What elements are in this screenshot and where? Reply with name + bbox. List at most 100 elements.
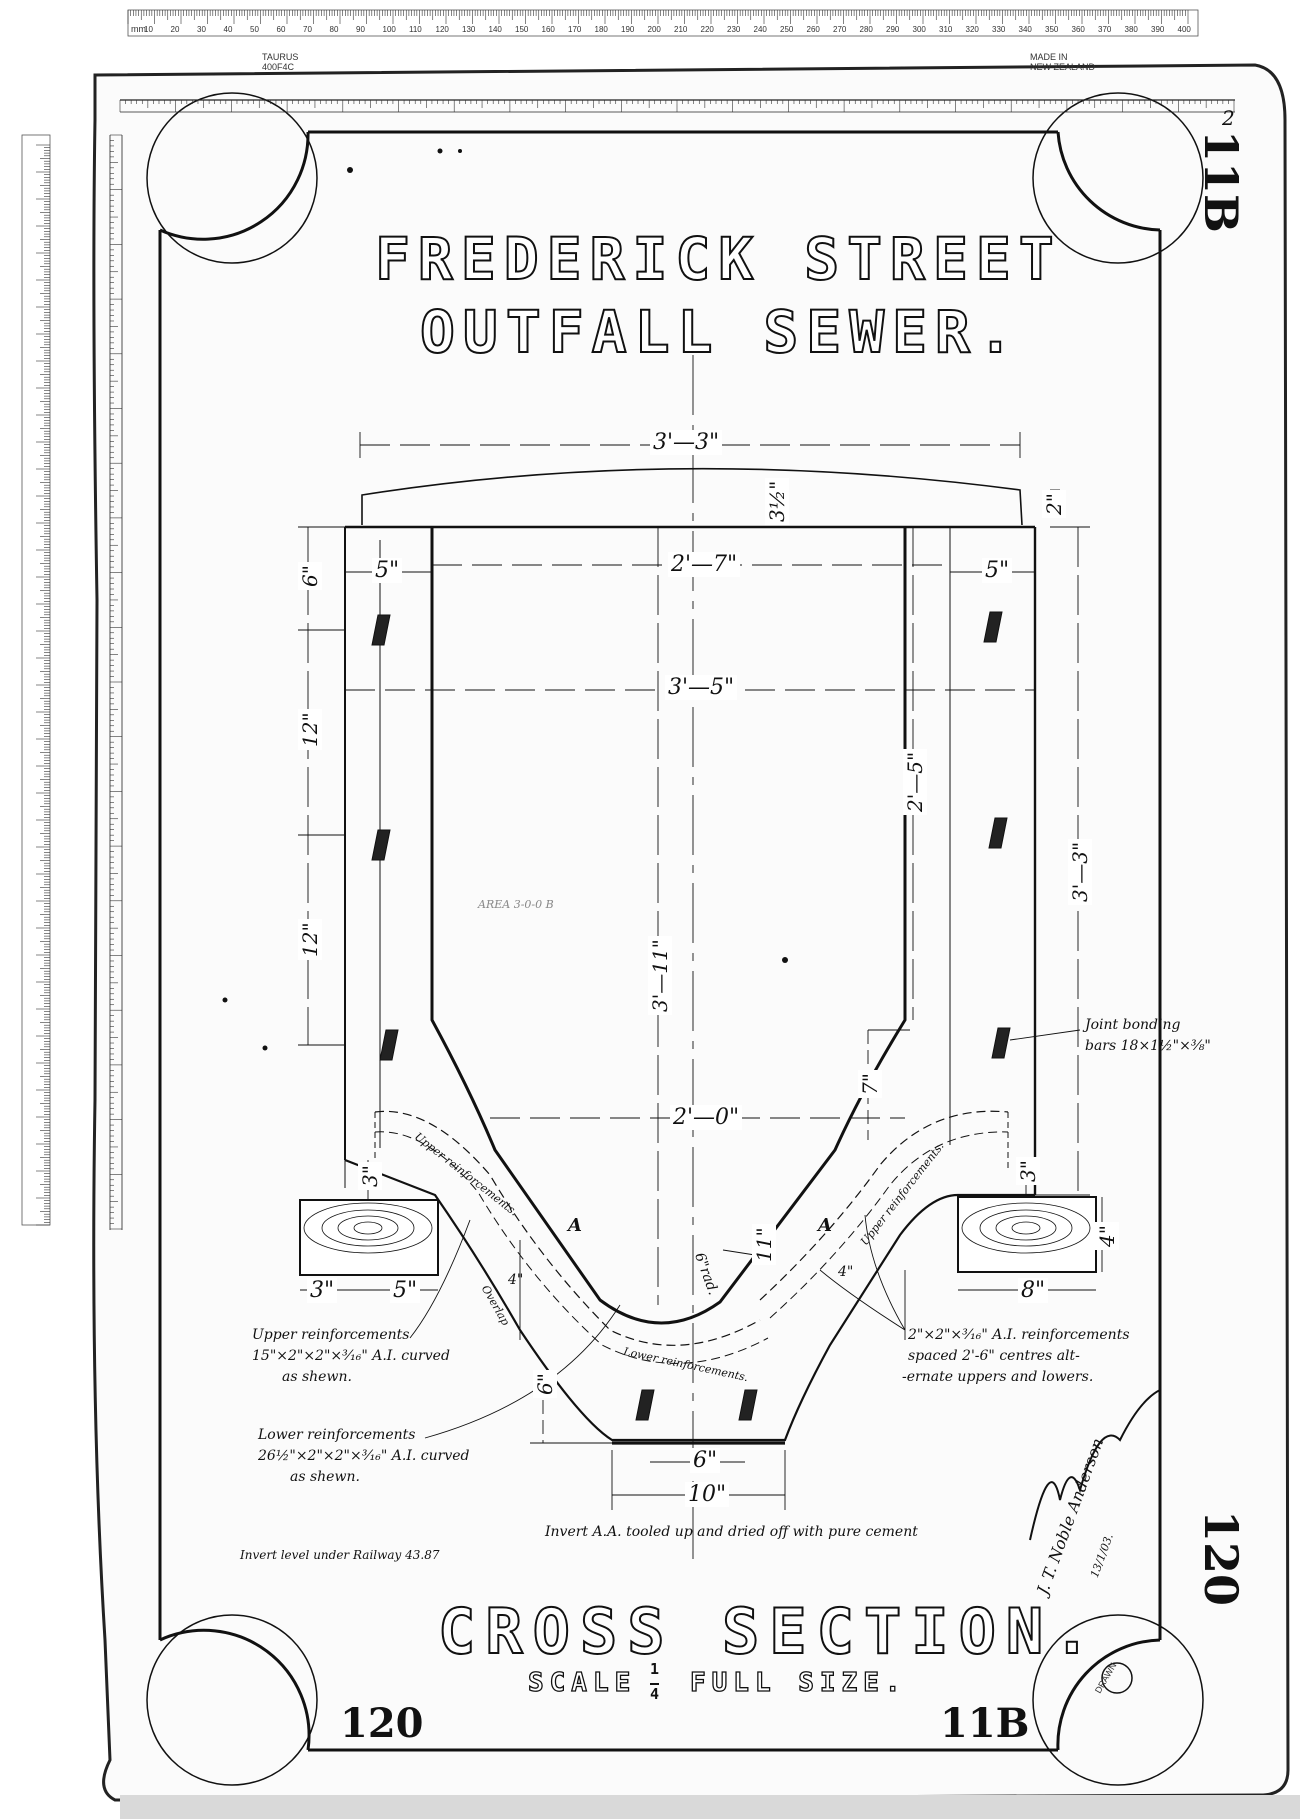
- note-invert: Invert A.A. tooled up and dried off with…: [545, 1524, 918, 1540]
- inner-border: [158, 130, 1162, 1752]
- dim-seat-right: 3": [1016, 1157, 1040, 1185]
- label-point-a-right: A: [818, 1215, 832, 1236]
- haunch-outer: [344, 1158, 1035, 1442]
- top-ruler-tick-label: 180: [594, 25, 608, 34]
- dim-crown-rise: 3½": [765, 477, 789, 525]
- top-ruler-tick-label: 50: [250, 25, 259, 34]
- dim-haunch-height: 7": [858, 1070, 882, 1098]
- dim-timber-right-width: 8": [1018, 1278, 1049, 1303]
- top-ruler-tick-label: 280: [859, 25, 873, 34]
- top-ruler-tick-label: 150: [515, 25, 529, 34]
- top-ruler-tick-label: 90: [356, 25, 365, 34]
- sheet-id-bottom: 11B: [940, 1700, 1030, 1747]
- top-ruler-tick-label: 80: [329, 25, 339, 34]
- dim-invert-depth: 11": [752, 1224, 776, 1265]
- dim-overlap-4a: 4": [508, 1272, 524, 1288]
- corner-mark: 2: [1222, 106, 1235, 130]
- ink-specks: [222, 148, 788, 1051]
- dim-outer-width: 3'—5": [665, 675, 738, 700]
- top-ruler-tick-label: 70: [303, 25, 312, 34]
- note-lower-3: as shewn.: [290, 1469, 360, 1485]
- top-ruler-tick-label: 20: [170, 25, 180, 34]
- paper-sheet: [92, 63, 1290, 1802]
- dim-wall-right: 5": [982, 558, 1013, 583]
- top-ruler-tick-label: 220: [700, 25, 714, 34]
- top-ruler-tick-label: 190: [621, 25, 635, 34]
- dim-timber-left-a: 3": [307, 1278, 338, 1303]
- dim-seat-left: 3": [358, 1162, 382, 1190]
- top-ruler-tick-label: 110: [409, 25, 422, 34]
- dim-wall-left: 5": [372, 558, 403, 583]
- label-point-a-left: A: [568, 1215, 582, 1236]
- signature-scribble: [1029, 1389, 1161, 1541]
- dim-invert-width: 2'—0": [670, 1105, 743, 1130]
- top-ruler-tick-label: 310: [939, 25, 953, 34]
- top-ruler-tick-label: 160: [541, 25, 555, 34]
- corner-circle-tl: [146, 92, 318, 264]
- top-ruler-tick-label: 380: [1124, 25, 1138, 34]
- top-ruler-tick-label: 270: [833, 25, 847, 34]
- note-ai-1: 2"×2"×³⁄₁₆" A.I. reinforcements: [908, 1327, 1130, 1343]
- top-ruler-tick-label: 330: [992, 25, 1006, 34]
- dim-overlap-4b: 4": [838, 1264, 854, 1280]
- title-line-1: FREDERICK STREET: [374, 224, 1062, 294]
- timber-left: [299, 1199, 439, 1276]
- top-ruler: [127, 9, 1199, 37]
- top-ruler-tick-label: 240: [753, 25, 767, 34]
- top-ruler-tick-label: 40: [223, 25, 233, 34]
- top-ruler-tick-label: 130: [462, 25, 476, 34]
- top-ruler-tick-label: 300: [912, 25, 926, 34]
- drawn-stamp-ring: [1101, 1662, 1133, 1694]
- corner-circle-br: [1032, 1614, 1204, 1786]
- ruler-made-in-1: MADE IN: [1030, 52, 1068, 62]
- top-ruler-tick-label: 340: [1018, 25, 1032, 34]
- dim-centre-height: 3'—11": [648, 936, 672, 1015]
- title-line-2: OUTFALL SEWER.: [419, 297, 1021, 367]
- dim-outer-height: 3'—3": [1068, 838, 1092, 905]
- note-upper-1: Upper reinforcements: [252, 1327, 410, 1343]
- dim-base-inner: 6": [690, 1448, 721, 1473]
- top-ruler-tick-label: 10: [144, 25, 153, 34]
- scale-denominator: 4: [650, 1683, 660, 1703]
- top-ruler-tick-label: 320: [965, 25, 979, 34]
- dim-overall-top-width: 3'—3": [650, 430, 723, 455]
- note-invert-level: Invert level under Railway 43.87: [240, 1548, 440, 1562]
- dim-top-spacing: 6": [298, 562, 322, 590]
- left-ruler: [21, 134, 51, 1226]
- top-ruler-tick-label: 350: [1045, 25, 1059, 34]
- crown-cover: [361, 467, 1023, 526]
- note-upper-2: 15"×2"×2"×³⁄₁₆" A.I. curved: [252, 1348, 450, 1364]
- ruler-unit: mm: [131, 24, 146, 34]
- note-upper-3: as shewn.: [282, 1369, 352, 1385]
- sheet-id-corner: 11B: [1194, 130, 1248, 233]
- top-ruler-tick-label: 230: [727, 25, 741, 34]
- dim-spacing-mid: 12": [298, 709, 322, 750]
- top-ruler-tick-label: 370: [1098, 25, 1112, 34]
- dim-timber-depth: 4": [1095, 1222, 1119, 1250]
- dim-base-outer: 10": [685, 1482, 730, 1507]
- top-ruler-tick-label: 260: [806, 25, 820, 34]
- top-ruler-tick-label: 210: [674, 25, 688, 34]
- upper-reinforcement-left: [374, 1110, 761, 1346]
- top-ruler-tick-label: 120: [435, 25, 449, 34]
- sheet-ruler-left: [109, 134, 123, 1230]
- section-title: CROSS SECTION.: [437, 1594, 1101, 1669]
- label-stamp-area: AREA 3-0-0 B: [478, 898, 554, 911]
- sheet-ruler-top: [119, 99, 1235, 113]
- corner-circle-tr: [1032, 92, 1204, 264]
- note-joint-bonding-1: Joint bonding: [1085, 1017, 1181, 1033]
- top-ruler-tick-label: 400: [1177, 25, 1191, 34]
- dim-crown-step: 2": [1042, 490, 1066, 518]
- stamp-number-right: 120: [1194, 1510, 1248, 1607]
- border-corners: [159, 131, 1161, 1751]
- top-ruler-tick-label: 200: [647, 25, 661, 34]
- note-joint-bonding-2: bars 18×1½"×⅜": [1085, 1038, 1211, 1054]
- scale-numerator: 1: [650, 1660, 660, 1678]
- top-ruler-tick-label: 60: [276, 25, 286, 34]
- sewer-cross-section: [299, 467, 1097, 1445]
- dim-timber-left-b: 5": [390, 1278, 421, 1303]
- note-ai-3: -ernate uppers and lowers.: [902, 1369, 1094, 1385]
- dim-inner-wall-height: 2'—5": [903, 748, 927, 815]
- note-lower-2: 26½"×2"×2"×³⁄₁₆" A.I. curved: [258, 1448, 470, 1464]
